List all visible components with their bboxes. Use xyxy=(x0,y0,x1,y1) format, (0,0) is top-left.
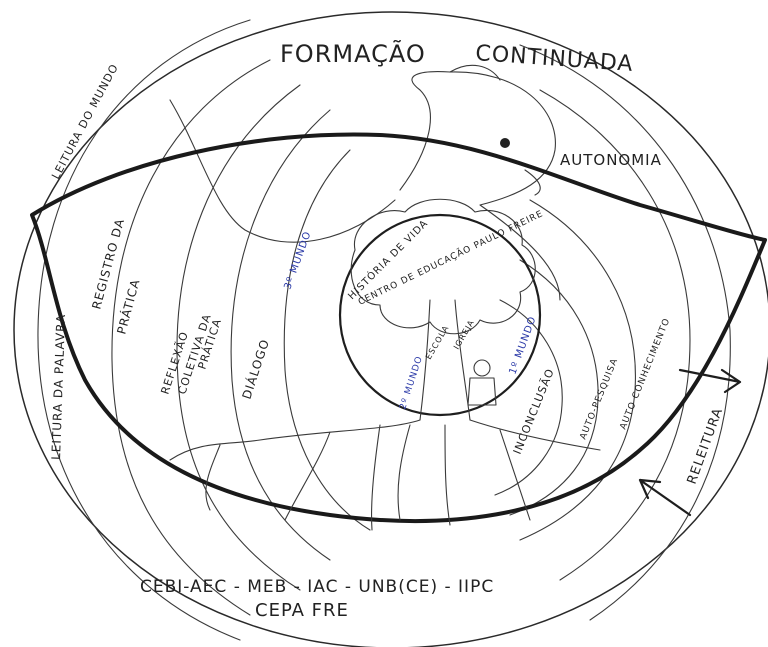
label-autonomia: AUTONOMIA xyxy=(560,151,662,169)
label-auto-pesquisa: AUTO-PESQUISA xyxy=(579,357,621,441)
person-head xyxy=(474,360,490,376)
label-auto-conhecimento: AUTO CONHECIMENTO xyxy=(619,317,673,432)
arrow-left xyxy=(640,480,690,515)
arc-right-4 xyxy=(510,260,598,515)
label-dialogo: DIÁLOGO xyxy=(239,337,273,401)
label-releitura: RELEITURA xyxy=(685,406,727,487)
label-leitura-do-mundo: LEITURA DO MUNDO xyxy=(49,62,121,182)
label-segundo-mundo: 2º MUNDO xyxy=(398,355,425,411)
arc-right-1 xyxy=(520,45,730,620)
arrow-right xyxy=(680,370,740,392)
label-inconclusao: INCONCLUSÃO xyxy=(511,366,557,456)
roots xyxy=(170,420,600,530)
bird-beak xyxy=(525,170,540,195)
label-cepa: CEPA FRE xyxy=(255,600,349,621)
label-igreja: IGREJA xyxy=(452,318,476,351)
lemon-outline xyxy=(32,134,765,521)
label-primeiro-mundo: 1º MUNDO xyxy=(507,315,538,376)
label-continuada: CONTINUADA xyxy=(475,41,635,77)
label-partners: CEBI-AEC - MEB - IAC - UNB(CE) - IIPC xyxy=(140,577,494,597)
tree-trunk xyxy=(420,300,470,420)
arc-band-5 xyxy=(284,150,370,530)
central-circle xyxy=(340,215,540,415)
label-leitura-da-palavra: LEITURA DA PALAVRA xyxy=(49,314,68,461)
arc-band-4 xyxy=(231,110,330,560)
label-formacao: FORMAÇÃO xyxy=(280,38,426,68)
label-pratica-1: PRÁTICA xyxy=(113,277,142,336)
bird-eye xyxy=(500,138,510,148)
bird-wing xyxy=(170,100,395,242)
